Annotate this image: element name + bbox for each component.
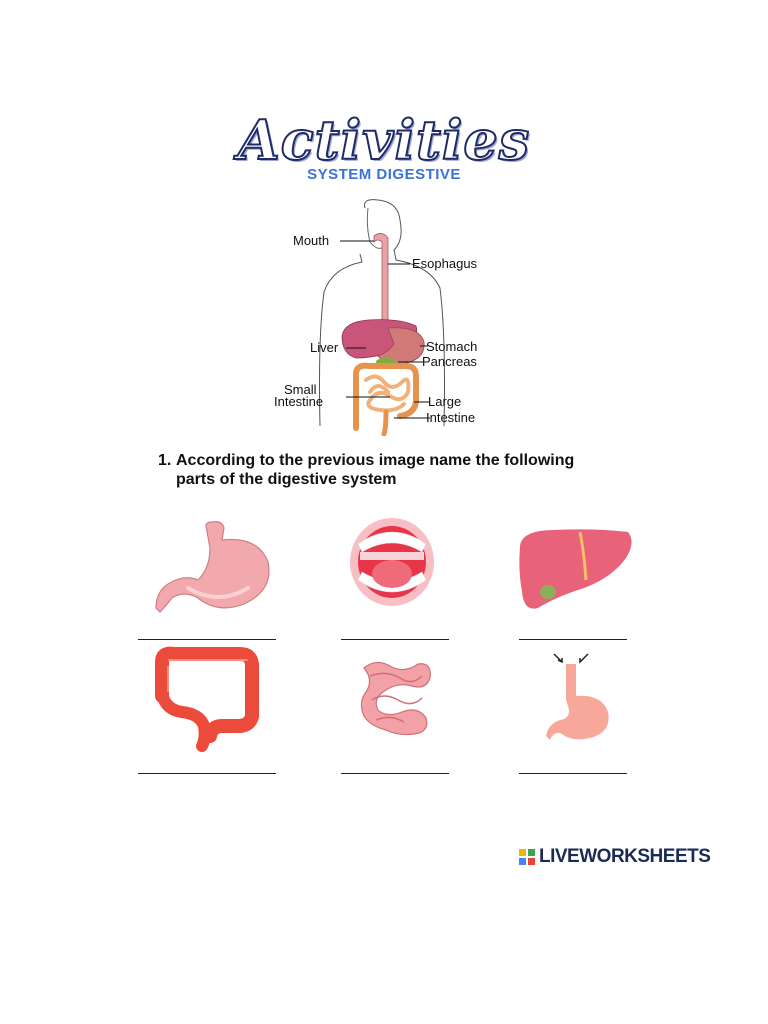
small-intestine-icon <box>360 661 431 736</box>
label-stomach: Stomach <box>426 339 477 354</box>
digestive-system-diagram: Mouth Esophagus Liver Stomach Pancreas S… <box>274 199 478 436</box>
answer-blank-5[interactable] <box>341 773 449 774</box>
answer-blank-2[interactable] <box>341 639 449 640</box>
mouth-icon <box>350 518 434 606</box>
page-title: Activities <box>237 107 531 173</box>
page-subtitle: SYSTEM DIGESTIVE <box>307 166 461 183</box>
liver-icon <box>519 529 632 609</box>
body-outline <box>319 199 445 427</box>
question-line-2: parts of the digestive system <box>176 471 397 488</box>
answer-blank-3[interactable] <box>519 639 627 640</box>
label-pancreas: Pancreas <box>422 354 477 369</box>
label-mouth: Mouth <box>293 233 329 248</box>
large-intestine-icon <box>155 646 259 752</box>
question-number: 1. <box>158 452 172 469</box>
question-line-1: According to the previous image name the… <box>176 452 575 469</box>
stomach-icon <box>155 521 270 613</box>
label-esophagus: Esophagus <box>412 256 478 271</box>
large-intestine-shape <box>353 362 419 431</box>
answer-blank-4[interactable] <box>138 773 276 774</box>
liveworksheets-logo: LIVEWORKSHEETS <box>519 846 711 868</box>
label-small-intestine-1: Small <box>284 382 317 397</box>
logo-grid-icon <box>519 849 535 865</box>
answer-blank-1[interactable] <box>138 639 276 640</box>
esophagus-icon <box>546 653 609 740</box>
label-liver: Liver <box>310 340 339 355</box>
label-large-intestine-1: Large <box>428 394 461 409</box>
label-small-intestine-2: Intestine <box>274 394 323 409</box>
label-large-intestine-2: Intestine <box>426 410 475 425</box>
question-text: 1.According to the previous image name t… <box>158 451 648 489</box>
answer-blank-6[interactable] <box>519 773 627 774</box>
logo-text: LIVEWORKSHEETS <box>539 846 711 867</box>
small-intestine-shape <box>364 374 411 413</box>
